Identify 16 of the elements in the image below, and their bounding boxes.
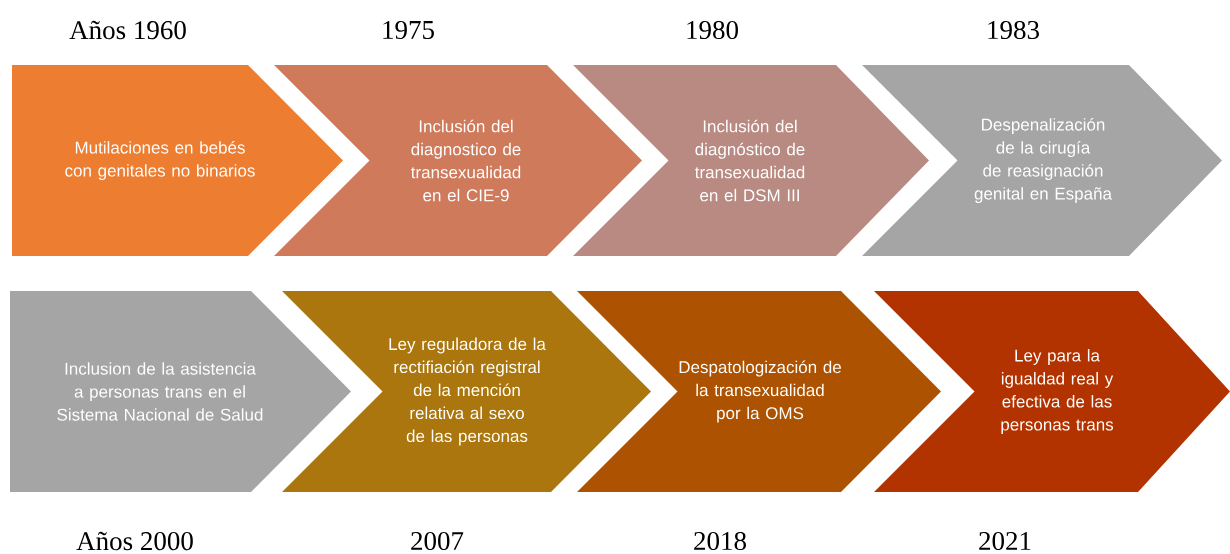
event-box: Inclusión del diagnóstico de transexualidad en el DSM III: [573, 65, 929, 256]
year-label: 1983: [988, 20, 1039, 40]
event-box: Despenalización de la cirugía de reasignación genital en España: [862, 65, 1222, 256]
event-box: Ley para la igualdad real y efectiva de las personas trans: [874, 291, 1230, 492]
event-box: Inclusión del diagnostico de transexualidad en el CIE-9: [274, 65, 642, 256]
event-box: Mutilaciones en bebés con genitales no binarios: [12, 65, 343, 256]
year-label: 1980: [687, 20, 738, 40]
year-label: 2018: [694, 531, 746, 551]
year-label: 2021: [979, 531, 1031, 551]
event-box: Inclusion de la asistencia a personas trans en el Sistema Nacional de Salud: [10, 291, 351, 492]
year-label: 1975: [383, 20, 434, 40]
event-box: Ley reguladora de la rectifiación registral de la mención relativa al sexo de las personas: [282, 291, 651, 492]
year-label: Años 1960: [69, 20, 186, 40]
year-label: 2007: [411, 531, 464, 551]
year-label: Años 2000: [76, 531, 193, 551]
event-box: Despatologización de la transexualidad por la OMS: [577, 291, 941, 492]
